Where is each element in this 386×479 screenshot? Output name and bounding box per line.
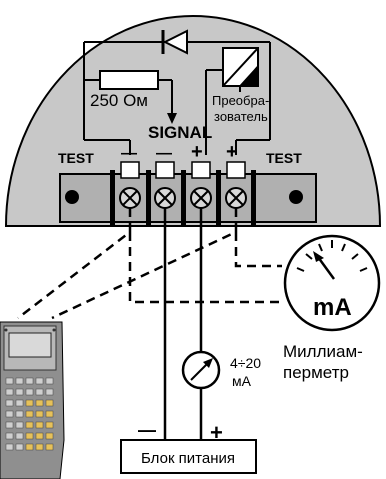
terminal-screw-3 (190, 161, 212, 209)
psu-plus-mark: + (210, 420, 223, 445)
diode-symbol (83, 29, 271, 140)
terminal-1-minus: — (121, 145, 137, 162)
loop-range-label: 4÷20 (230, 355, 261, 371)
communicator-keypad (5, 377, 54, 451)
test-socket-left (65, 190, 79, 204)
power-supply-box (120, 439, 257, 474)
milliammeter-label-line2: перметр (283, 363, 349, 382)
dashed-wire-meter-b (234, 232, 282, 268)
loop-ammeter (181, 350, 221, 390)
terminal-3-plus: + (191, 141, 203, 163)
power-supply-label: Блок питания (141, 450, 235, 467)
terminal-block (59, 173, 317, 223)
test-socket-right (289, 190, 303, 204)
terminal-4-plus: + (226, 141, 238, 163)
milliammeter-label-line1: Миллиам- (283, 342, 363, 361)
terminal-2-minus: — (156, 145, 172, 162)
signal-label: SIGNAL (148, 123, 212, 142)
milliammeter (283, 234, 381, 332)
converter-label-line2: зователь (214, 109, 268, 124)
terminal-screw-1 (119, 161, 141, 209)
milliammeter-unit: mA (313, 294, 352, 321)
hart-communicator (0, 321, 65, 479)
resistor-symbol (84, 70, 177, 124)
dashed-wire-meter-a (128, 232, 283, 304)
terminal-screw-2 (154, 161, 176, 209)
loop-unit-label: мА (232, 373, 252, 389)
converter-symbol (205, 47, 259, 140)
test-label-right: TEST (266, 150, 302, 166)
communicator-display (8, 332, 52, 358)
converter-label-line1: Преобра- (212, 93, 269, 108)
resistor-label: 250 Ом (90, 91, 148, 110)
psu-minus-mark: — (138, 420, 156, 440)
test-label-left: TEST (58, 150, 94, 166)
